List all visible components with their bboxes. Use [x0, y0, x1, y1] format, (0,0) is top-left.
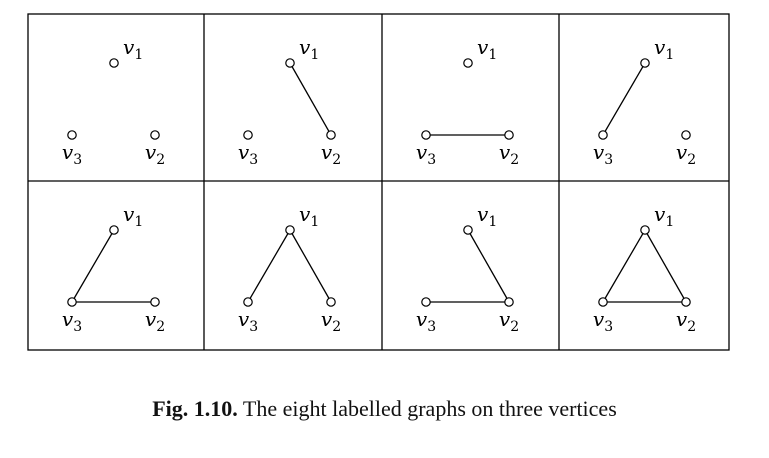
vertex-label-v3: v3: [238, 307, 258, 335]
vertex-v1: [285, 225, 295, 235]
vertex-v1: [463, 58, 473, 68]
edge-v1-v3: [247, 229, 291, 303]
vertex-label-v2: v2: [499, 307, 519, 335]
vertex-v3: [243, 130, 253, 140]
vertex-label-v2: v2: [145, 307, 165, 335]
vertex-label-v1: v1: [654, 202, 674, 230]
vertex-label-v3: v3: [238, 140, 258, 168]
edge-v1-v3: [602, 62, 646, 136]
vertex-label-v3: v3: [416, 140, 436, 168]
vertex-v1: [640, 58, 650, 68]
vertex-v2: [504, 297, 514, 307]
graph-panels: v1 v2 v3 v1 v2 v3 v1 v2 v3 v1 v2 v3 v1 v2 v3 v1 v2 v3 v1 v2…: [62, 35, 696, 335]
vertex-label-v2: v2: [676, 307, 696, 335]
vertex-v2: [150, 130, 160, 140]
edge-v1-v2: [289, 62, 332, 136]
vertex-label-v3: v3: [593, 307, 613, 335]
vertex-v3: [67, 297, 77, 307]
vertex-v2: [150, 297, 160, 307]
vertex-label-v3: v3: [416, 307, 436, 335]
vertex-label-v2: v2: [321, 140, 341, 168]
vertex-v1: [463, 225, 473, 235]
graph-panel-5: v1 v2 v3: [62, 202, 165, 335]
vertex-label-v3: v3: [62, 140, 82, 168]
vertex-label-v1: v1: [299, 35, 319, 63]
vertex-label-v2: v2: [145, 140, 165, 168]
graph-panel-8: v1 v2 v3: [593, 202, 696, 335]
vertex-label-v3: v3: [593, 140, 613, 168]
vertex-v1: [285, 58, 295, 68]
vertex-label-v1: v1: [299, 202, 319, 230]
vertex-label-v1: v1: [654, 35, 674, 63]
edge-v1-v3: [602, 229, 646, 303]
vertex-label-v2: v2: [499, 140, 519, 168]
vertex-label-v1: v1: [477, 202, 497, 230]
grid-border: [27, 13, 730, 351]
vertex-label-v2: v2: [676, 140, 696, 168]
vertex-label-v2: v2: [321, 307, 341, 335]
edge-v1-v3: [71, 229, 115, 303]
edge-v1-v2: [467, 229, 510, 303]
graph-panel-3: v1 v2 v3: [416, 35, 519, 168]
grid-lines: [27, 13, 730, 351]
vertex-v2: [681, 130, 691, 140]
vertex-v2: [326, 297, 336, 307]
vertex-v2: [504, 130, 514, 140]
vertex-v3: [67, 130, 77, 140]
edge-v1-v2: [644, 229, 687, 303]
vertex-label-v1: v1: [123, 35, 143, 63]
vertex-v1: [109, 58, 119, 68]
vertex-v2: [326, 130, 336, 140]
graph-panel-1: v1 v2 v3: [62, 35, 165, 168]
caption-text: The eight labelled graphs on three verti…: [242, 396, 617, 421]
graph-panel-2: v1 v2 v3: [238, 35, 341, 168]
vertex-v3: [598, 130, 608, 140]
vertex-v3: [598, 297, 608, 307]
vertex-label-v1: v1: [123, 202, 143, 230]
graph-panel-4: v1 v2 v3: [593, 35, 696, 168]
vertex-v1: [109, 225, 119, 235]
vertex-v1: [640, 225, 650, 235]
vertex-label-v3: v3: [62, 307, 82, 335]
vertex-v3: [421, 130, 431, 140]
vertex-v3: [243, 297, 253, 307]
graph-grid-diagram: v1 v2 v3 v1 v2 v3 v1 v2 v3 v1 v2 v3 v1 v2 v3 v1 v2 v3 v1 v2…: [27, 13, 730, 351]
graph-panel-7: v1 v2 v3: [416, 202, 519, 335]
edge-v1-v2: [289, 229, 332, 303]
vertex-v2: [681, 297, 691, 307]
vertex-label-v1: v1: [477, 35, 497, 63]
figure-caption: Fig. 1.10. The eight labelled graphs on …: [0, 396, 769, 422]
vertex-v3: [421, 297, 431, 307]
caption-label: Fig. 1.10.: [152, 396, 238, 421]
graph-panel-6: v1 v2 v3: [238, 202, 341, 335]
